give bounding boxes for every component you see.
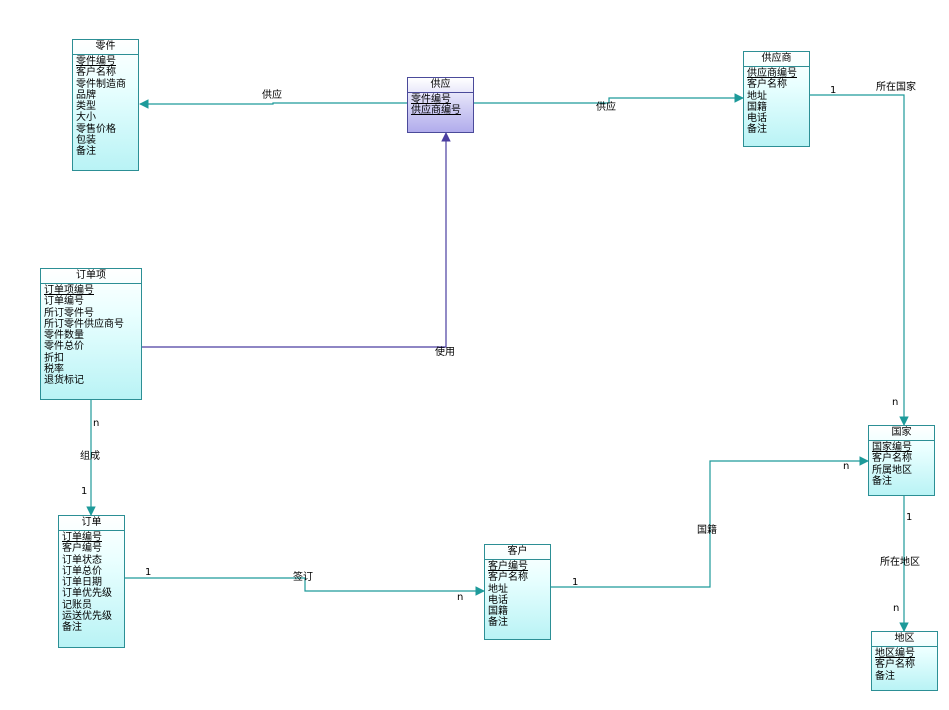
- entity-attribute: 零件数量: [44, 330, 84, 342]
- label-compose: 组成: [80, 451, 100, 462]
- link-supply-supplier[interactable]: [474, 93, 744, 104]
- entity-orderitem[interactable]: 订单项 订单项编号订单编号所订零件号所订零件供应商号零件数量零件总价折扣税率退货…: [40, 268, 142, 400]
- label-card-orderitem-n: n: [93, 418, 100, 429]
- link-supplier-country[interactable]: [810, 94, 909, 426]
- link-customer-country[interactable]: [551, 456, 869, 588]
- entity-title: 零件: [73, 40, 138, 55]
- link-orderitem-supply[interactable]: [142, 132, 451, 348]
- entity-attribute: 备注: [488, 617, 508, 629]
- entity-attribute: 税率: [44, 364, 64, 376]
- entity-attribute: 地址: [488, 583, 508, 595]
- entity-attribute: 零售价格: [76, 123, 116, 135]
- entity-attribute: 零件制造商: [76, 78, 126, 90]
- label-card-region-n: n: [893, 603, 900, 614]
- label-use: 使用: [435, 347, 455, 358]
- label-card-customer-one: 1: [572, 577, 579, 588]
- entity-attrs: 客户编号客户名称地址电话国籍备注: [485, 560, 550, 631]
- entity-attribute: 地区编号: [875, 648, 915, 659]
- entity-attribute: 订单总价: [62, 565, 102, 577]
- label-card-order-sign-one: 1: [145, 567, 152, 578]
- label-card-supplier-country-n: n: [892, 397, 899, 408]
- entity-attrs: 供应商编号客户名称地址国籍电话备注: [744, 67, 809, 138]
- entity-attribute: 备注: [76, 146, 96, 158]
- entity-attribute: 零件编号: [76, 56, 116, 67]
- label-card-country-one: 1: [906, 512, 913, 523]
- entity-attribute: 客户名称: [872, 453, 912, 465]
- entity-attribute: 国家编号: [872, 442, 912, 453]
- entity-attribute: 电话: [747, 113, 767, 125]
- entity-attribute: 客户名称: [488, 572, 528, 584]
- label-card-supplier-one: 1: [830, 85, 837, 96]
- entity-attribute: 订单编号: [62, 532, 102, 543]
- label-supply-left: 供应: [262, 90, 282, 101]
- entity-attribute: 订单优先级: [62, 588, 112, 600]
- entity-attribute: 国籍: [488, 606, 508, 618]
- entity-attribute: 所订零件供应商号: [44, 318, 124, 330]
- label-located-country: 所在国家: [876, 82, 916, 93]
- label-supply-right: 供应: [596, 102, 616, 113]
- entity-country[interactable]: 国家 国家编号客户名称所属地区备注: [868, 425, 935, 496]
- entity-attribute: 客户编号: [62, 543, 102, 555]
- entity-attrs: 订单项编号订单编号所订零件号所订零件供应商号零件数量零件总价折扣税率退货标记: [41, 284, 141, 389]
- entity-attribute: 备注: [62, 622, 82, 634]
- entity-title: 国家: [869, 426, 934, 441]
- entity-supplier[interactable]: 供应商 供应商编号客户名称地址国籍电话备注: [743, 51, 810, 147]
- entity-attrs: 地区编号客户名称备注: [872, 647, 937, 684]
- entity-attribute: 订单编号: [44, 296, 84, 308]
- entity-attribute: 客户名称: [747, 79, 787, 91]
- entity-parts[interactable]: 零件 零件编号客户名称零件制造商品牌类型大小零售价格包装备注: [72, 39, 139, 171]
- entity-attribute: 类型: [76, 101, 96, 113]
- entity-attrs: 国家编号客户名称所属地区备注: [869, 441, 934, 489]
- entity-attribute: 订单状态: [62, 554, 102, 566]
- entity-attribute: 客户编号: [488, 561, 528, 572]
- entity-attribute: 零件总价: [44, 341, 84, 353]
- entity-attrs: 零件编号供应商编号: [408, 93, 473, 119]
- entity-title: 地区: [872, 632, 937, 647]
- entity-attribute: 备注: [875, 670, 895, 682]
- entity-attribute: 所属地区: [872, 464, 912, 476]
- entity-title: 订单项: [41, 269, 141, 284]
- entity-customer[interactable]: 客户 客户编号客户名称地址电话国籍备注: [484, 544, 551, 640]
- entity-attribute: 订单项编号: [44, 285, 94, 296]
- entity-title: 供应商: [744, 52, 809, 67]
- entity-attribute: 备注: [872, 475, 892, 487]
- label-located-region: 所在地区: [880, 557, 920, 568]
- label-card-country-n: n: [843, 461, 850, 472]
- label-sign: 签订: [293, 572, 313, 583]
- entity-attribute: 客户名称: [76, 67, 116, 79]
- link-order-customer[interactable]: [125, 577, 485, 596]
- entity-order[interactable]: 订单 订单编号客户编号订单状态订单总价订单日期订单优先级记账员运送优先级备注: [58, 515, 125, 648]
- label-card-order-one: 1: [81, 486, 88, 497]
- entity-region[interactable]: 地区 地区编号客户名称备注: [871, 631, 938, 691]
- entity-attribute: 记账员: [62, 599, 92, 611]
- label-card-customer-n: n: [457, 592, 464, 603]
- entity-attrs: 零件编号客户名称零件制造商品牌类型大小零售价格包装备注: [73, 55, 138, 160]
- entity-attribute: 包装: [76, 135, 96, 147]
- entity-attrs: 订单编号客户编号订单状态订单总价订单日期订单优先级记账员运送优先级备注: [59, 531, 124, 636]
- entity-attribute: 折扣: [44, 352, 64, 364]
- label-nationality: 国籍: [697, 525, 717, 536]
- entity-title: 客户: [485, 545, 550, 560]
- entity-attribute: 电话: [488, 594, 508, 606]
- entity-attribute: 所订零件号: [44, 307, 94, 319]
- entity-supply[interactable]: 供应 零件编号供应商编号: [407, 77, 474, 133]
- entity-title: 供应: [408, 78, 473, 93]
- entity-attribute: 供应商编号: [747, 68, 797, 79]
- entity-attribute: 订单日期: [62, 577, 102, 589]
- entity-attribute: 运送优先级: [62, 611, 112, 623]
- entity-attribute: 退货标记: [44, 375, 84, 387]
- link-supply-parts[interactable]: [139, 99, 407, 109]
- entity-attribute: 地址: [747, 90, 767, 102]
- entity-attribute: 供应商编号: [411, 105, 461, 117]
- entity-title: 订单: [59, 516, 124, 531]
- entity-attribute: 国籍: [747, 101, 767, 113]
- entity-attribute: 客户名称: [875, 659, 915, 671]
- entity-attribute: 品牌: [76, 89, 96, 101]
- entity-attribute: 大小: [76, 112, 96, 124]
- entity-attribute: 零件编号: [411, 94, 451, 105]
- entity-attribute: 备注: [747, 124, 767, 136]
